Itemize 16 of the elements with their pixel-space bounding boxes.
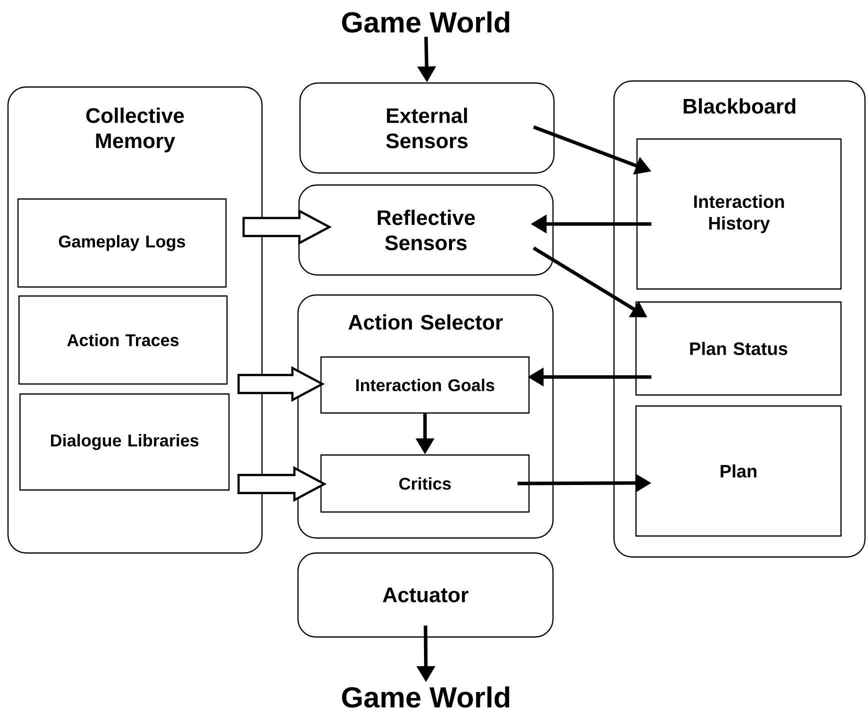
block-arrow xyxy=(242,209,332,245)
box: Critics xyxy=(320,454,530,513)
rounded-box: Actuator xyxy=(297,552,554,638)
box: Plan xyxy=(635,405,842,537)
rounded-box: Reflective Sensors xyxy=(298,184,554,276)
box: Interaction History xyxy=(636,138,842,290)
heading-text: Game World xyxy=(342,11,510,33)
block-arrow xyxy=(238,366,325,402)
box: Dialogue Libraries xyxy=(19,393,230,491)
block-arrow xyxy=(238,466,327,502)
box: Interaction Goals xyxy=(320,356,530,414)
heading-text: Game World xyxy=(342,686,510,708)
box: Action Traces xyxy=(18,295,228,385)
box: Plan Status xyxy=(635,301,842,396)
rounded-box: External Sensors xyxy=(299,82,555,174)
box: Gameplay Logs xyxy=(17,198,227,288)
